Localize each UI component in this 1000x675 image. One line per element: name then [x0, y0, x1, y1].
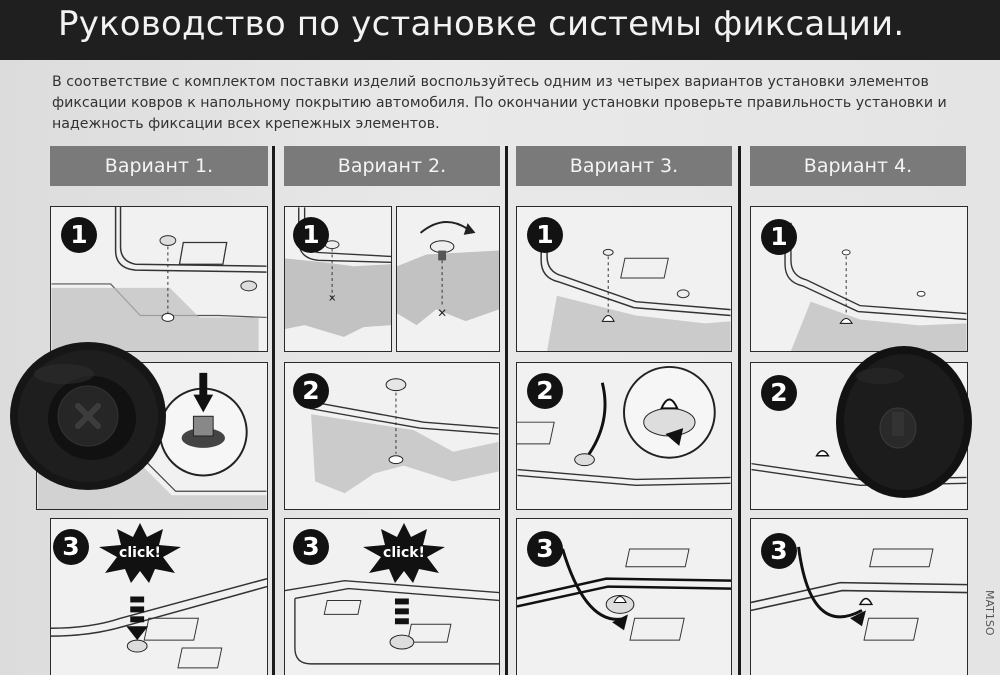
column-divider — [738, 146, 741, 675]
step-number-badge: 3 — [527, 531, 563, 567]
mat-illustration — [285, 579, 499, 665]
step-number-badge: 1 — [761, 219, 797, 255]
variant-1-step-3-panel: 3 click! — [50, 518, 268, 675]
variant-3-header: Вариант 3. — [516, 146, 732, 186]
step-number-badge: 3 — [53, 529, 89, 565]
variant-4-step-1-panel: 1 — [750, 206, 968, 352]
step-number-badge: 2 — [527, 373, 563, 409]
svg-text:✕: ✕ — [437, 306, 447, 320]
variant-2-step-1a-panel: ✕ 1 — [284, 206, 392, 352]
variant-3-step-1-panel: 1 — [516, 206, 732, 352]
click-label: click! — [383, 545, 425, 561]
step-number-badge: 3 — [293, 529, 329, 565]
round-fastener-photo-right — [834, 342, 976, 504]
column-divider — [272, 146, 275, 675]
mat-illustration: ✕ — [397, 221, 499, 326]
variant-4-header: Вариант 4. — [750, 146, 966, 186]
step-number-badge: 2 — [293, 373, 329, 409]
mat-illustration — [309, 378, 499, 494]
variant-1-step-1-panel: 1 — [50, 206, 268, 352]
title-bar: Руководство по установке системы фиксаци… — [0, 0, 1000, 60]
intro-paragraph: В соответствие с комплектом поставки изд… — [52, 74, 947, 132]
step-number-badge: 1 — [61, 217, 97, 253]
variant-2-header: Вариант 2. — [284, 146, 500, 186]
mat-illustration — [784, 222, 967, 351]
mat-illustration — [517, 548, 731, 641]
variant-1-header: Вариант 1. — [50, 146, 268, 186]
product-code: MAT1SO — [983, 590, 996, 636]
variant-2-step-2-panel: 2 — [284, 362, 500, 510]
page-title: Руководство по установке системы фиксаци… — [58, 4, 905, 44]
mat-illustration — [540, 236, 731, 351]
variant-3-step-2-panel: 2 — [516, 362, 732, 510]
step-number-badge: 3 — [761, 533, 797, 569]
variant-2-step-1b-panel: ✕ — [396, 206, 500, 352]
step-number-badge: 2 — [761, 375, 797, 411]
step-number-badge: 1 — [293, 217, 329, 253]
mat-illustration — [51, 207, 267, 351]
mat-illustration — [51, 577, 267, 669]
click-burst-icon: click! — [361, 523, 447, 583]
step-number-badge: 1 — [527, 217, 563, 253]
click-burst-icon: click! — [97, 523, 183, 583]
click-label: click! — [119, 545, 161, 561]
variant-2-step-3-panel: 3 click! — [284, 518, 500, 675]
column-divider — [505, 146, 508, 675]
mat-illustration — [517, 365, 731, 487]
mat-illustration — [751, 546, 967, 641]
round-fastener-photo-left — [4, 334, 166, 490]
variant-3-step-3-panel: 3 — [516, 518, 732, 675]
variant-4-step-3-panel: 3 — [750, 518, 968, 675]
svg-text:✕: ✕ — [328, 294, 336, 305]
